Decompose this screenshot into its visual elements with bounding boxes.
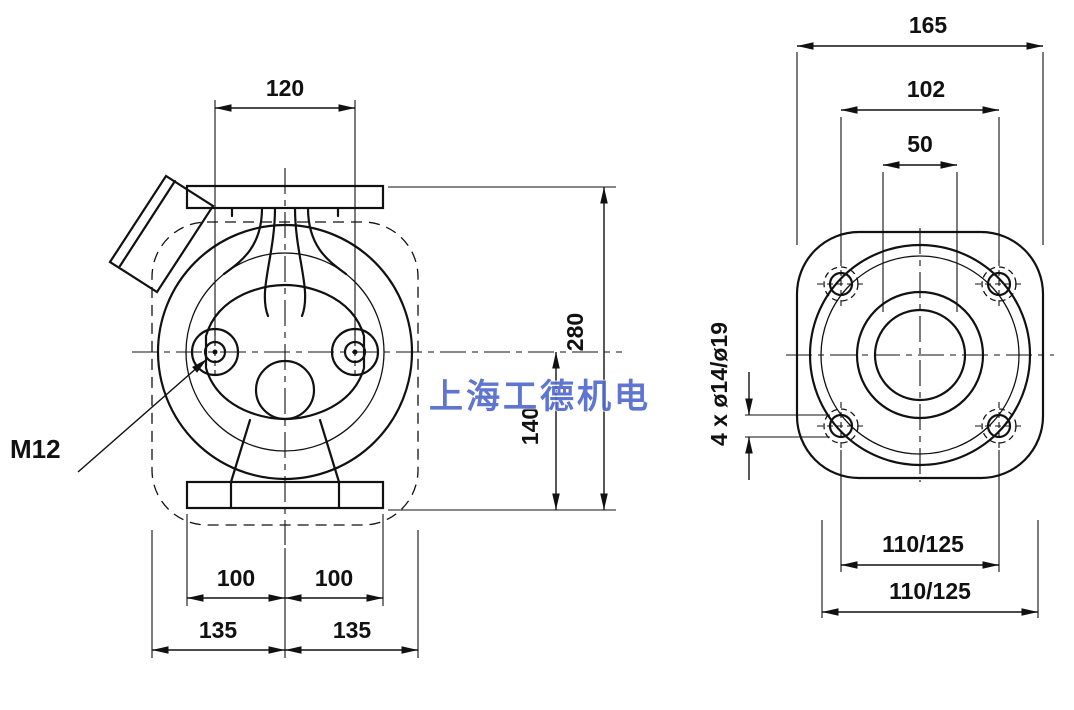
bolt-hole-top-right <box>975 260 1023 308</box>
bolt-hole-bottom-left <box>817 402 865 450</box>
discharge-flange <box>185 184 385 318</box>
dim-bolt-circle: 110/125 <box>840 450 1000 572</box>
dim-140-label: 140 <box>517 407 543 445</box>
bolt-hole-bottom-right <box>975 402 1023 450</box>
side-view: 165 102 50 4 x ø14/ø19 <box>706 12 1054 618</box>
pump-body-inner-circle <box>185 252 385 452</box>
flange-square-outline <box>795 230 1045 480</box>
dim-flange-width: 100 100 <box>186 514 384 658</box>
dim-overall-width: 165 <box>796 12 1044 245</box>
dim-120-label: 120 <box>266 75 304 101</box>
dim-50-label: 50 <box>907 131 933 157</box>
dim-165-label: 165 <box>909 12 948 38</box>
dim-port-diameter: 50 <box>882 131 958 312</box>
dim-135-left-label: 135 <box>199 617 238 643</box>
shaft-boss-circle <box>254 359 316 421</box>
dim-102-label: 102 <box>907 76 945 102</box>
dim-100-left-label: 100 <box>217 565 255 591</box>
bolt-holes <box>817 260 1023 450</box>
dim-110-125-label-1: 110/125 <box>882 531 964 557</box>
dim-bolt-hole-size: 4 x ø14/ø19 <box>706 322 830 480</box>
dim-bolt-holes-label: 4 x ø14/ø19 <box>706 322 732 446</box>
dim-overall-height: 280 <box>388 186 616 511</box>
bolt-hole-top-left <box>817 260 865 308</box>
suction-flange <box>185 418 385 510</box>
pump-body-circle <box>156 223 414 481</box>
terminal-box <box>108 174 215 294</box>
dim-port-height: 140 <box>517 352 560 510</box>
port-outer-circle <box>855 290 985 420</box>
dim-100-right-label: 100 <box>315 565 353 591</box>
flange-raised-face-circle <box>820 255 1020 455</box>
dim-flange-circle: 110/125 <box>821 520 1039 618</box>
port-bore-circle <box>873 308 967 402</box>
hidden-body-outline <box>151 221 419 526</box>
dim-base-width: 135 135 <box>151 530 419 658</box>
dim-280-label: 280 <box>562 313 588 351</box>
watermark-text: 上海工德机电 <box>429 378 651 416</box>
flange-outer-circle <box>808 243 1032 467</box>
thread-callout: M12 <box>10 358 208 473</box>
front-view: 120 280 140 100 100 <box>10 75 622 658</box>
dim-bolt-spacing: 102 <box>840 76 1000 263</box>
dim-135-right-label: 135 <box>333 617 372 643</box>
dim-top-width: 120 <box>214 75 356 346</box>
dim-110-125-label-2: 110/125 <box>889 578 971 604</box>
thread-m12-label: M12 <box>10 434 61 464</box>
